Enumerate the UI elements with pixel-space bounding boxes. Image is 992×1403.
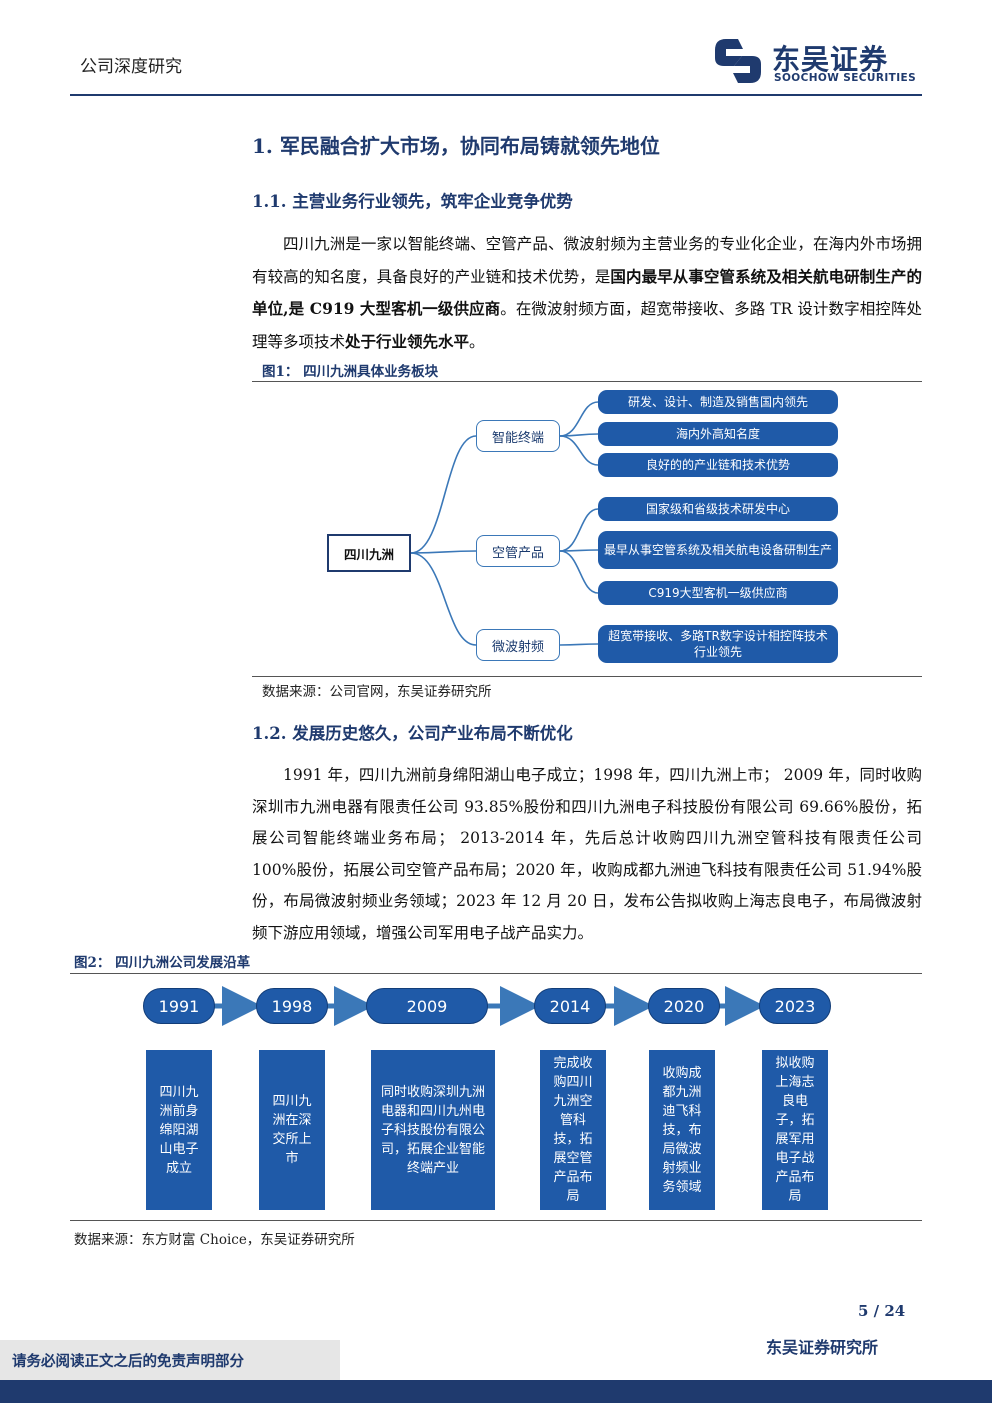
mindmap-branch-smart-terminal: 智能终端 <box>476 420 560 452</box>
figure-2-caption: 图2： 四川九洲公司发展沿革 <box>74 955 251 971</box>
timeline-year-2023: 2023 <box>759 988 831 1024</box>
disclaimer-text: 请务必阅读正文之后的免责声明部分 <box>12 1353 244 1370</box>
brand-name-cn: 东吴证券 <box>772 43 889 76</box>
timeline-year-1991: 1991 <box>143 988 215 1024</box>
figure-1-bottom-rule <box>252 676 922 677</box>
figure-1-source: 数据来源：公司官网，东吴证券研究所 <box>262 684 492 700</box>
section-1-1-title: 1.1. 主营业务行业领先，筑牢企业竞争优势 <box>252 192 573 211</box>
timeline-year-2014: 2014 <box>534 988 606 1024</box>
figure-2-source: 数据来源：东方财富 Choice，东吴证券研究所 <box>74 1232 355 1248</box>
mindmap-leaf: C919大型客机一级供应商 <box>598 581 838 605</box>
institute-name: 东吴证券研究所 <box>766 1338 879 1357</box>
figure-2-top-rule <box>70 973 922 974</box>
mindmap-branch-microwave: 微波射频 <box>476 629 560 661</box>
timeline-event-1998: 四川九洲在深交所上市 <box>259 1050 325 1210</box>
timeline-event-1991: 四川九洲前身绵阳湖山电子成立 <box>146 1050 212 1210</box>
mindmap-leaf: 海内外高知名度 <box>598 422 838 446</box>
mindmap-leaf: 超宽带接收、多路TR数字设计相控阵技术行业领先 <box>598 625 838 663</box>
para-text: 。在微波射频方面，超宽带接收、多路 TR 设计数字相控阵处理等多项技术 <box>252 300 922 351</box>
section-1-2-title: 1.2. 发展历史悠久，公司产业布局不断优化 <box>252 724 573 743</box>
figure-1-caption: 图1： 四川九洲具体业务板块 <box>262 364 439 380</box>
para-bold-text: 国内最早从事空管系统及相关航电研制生产的单位,是 C919 大型客机一级供应商 <box>252 266 922 319</box>
figure-2-bottom-rule <box>70 1220 922 1221</box>
brand-name-en: SOOCHOW SECURITIES <box>774 72 917 84</box>
mindmap-leaf: 良好的的产业链和技术优势 <box>598 453 838 477</box>
para-text: 四川九洲是一家以智能终端、空管产品、微波射频为主营业务的专业化企业，在海内外市场… <box>252 235 922 286</box>
timeline-arrows <box>213 986 765 1026</box>
section-1-1-paragraph: 四川九洲是一家以智能终端、空管产品、微波射频为主营业务的专业化企业，在海内外市场… <box>252 229 922 358</box>
section-1-title: 1. 军民融合扩大市场，协同布局铸就领先地位 <box>252 134 660 158</box>
footer-bar <box>0 1380 992 1403</box>
mindmap-connectors <box>410 401 599 646</box>
mindmap-root: 四川九洲 <box>327 534 411 572</box>
timeline-year-2020: 2020 <box>648 988 720 1024</box>
figure-1-top-rule <box>252 381 922 382</box>
timeline-event-2023: 拟收购上海志良电子，拓展军用电子战产品布局 <box>762 1050 828 1210</box>
mindmap-leaf: 最早从事空管系统及相关航电设备研制生产 <box>598 531 838 569</box>
para-text: 。 <box>469 332 485 351</box>
section-1-2-paragraph: 1991 年，四川九洲前身绵阳湖山电子成立；1998 年，四川九洲上市； 200… <box>252 760 922 949</box>
brand-logo: 东吴证券 SOOCHOW SECURITIES <box>712 36 922 86</box>
report-category: 公司深度研究 <box>80 57 182 77</box>
timeline-event-2014: 完成收购四川九洲空管科技，拓展空管产品布局 <box>540 1050 606 1210</box>
header-divider <box>70 94 922 96</box>
disclaimer-banner: 请务必阅读正文之后的免责声明部分 <box>0 1340 340 1380</box>
mindmap-leaf: 研发、设计、制造及销售国内领先 <box>598 390 838 414</box>
para-text: 1991 年，四川九洲前身绵阳湖山电子成立；1998 年，四川九洲上市； 200… <box>252 766 922 942</box>
timeline-year-2009: 2009 <box>366 988 488 1024</box>
mindmap-branch-air-traffic: 空管产品 <box>476 535 560 567</box>
page-number: 5 / 24 <box>858 1302 906 1320</box>
timeline-event-2020: 收购成都九洲迪飞科技，布局微波射频业务领域 <box>649 1050 715 1210</box>
mindmap-leaf: 国家级和省级技术研发中心 <box>598 497 838 521</box>
soochow-logo-icon <box>715 39 761 83</box>
para-bold-text: 处于行业领先水平 <box>345 331 470 351</box>
timeline-event-2009: 同时收购深圳九洲电器和四川九州电子科技股份有限公司，拓展企业智能终端产业 <box>371 1050 495 1210</box>
timeline-year-1998: 1998 <box>256 988 328 1024</box>
